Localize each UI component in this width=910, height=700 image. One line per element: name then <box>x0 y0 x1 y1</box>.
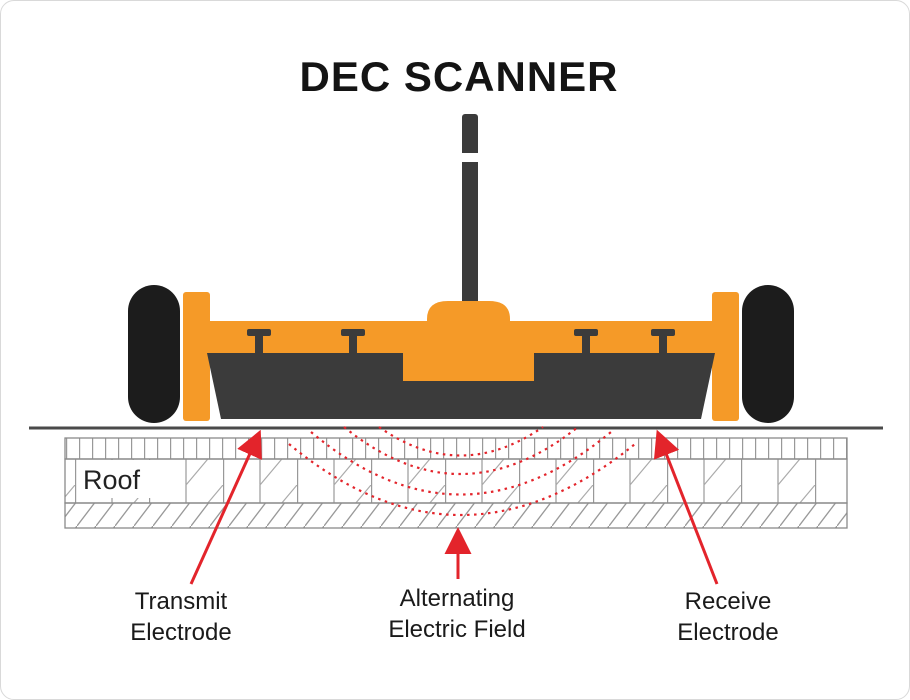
roof-middle-course <box>64 458 848 504</box>
sensor-bolt <box>341 329 365 354</box>
receive-electrode-arrow <box>653 429 719 585</box>
receive-electrode-label-line2: Electrode <box>677 619 778 646</box>
right-side-bracket <box>712 292 739 421</box>
receive-electrode-label-line1: Receive <box>685 588 772 615</box>
diagram-title: DEC SCANNER <box>299 53 618 100</box>
handle-mount-hump <box>427 301 510 335</box>
alternating-field-label-line1: Alternating <box>400 585 515 612</box>
sensor-bolt <box>247 329 271 354</box>
sensor-bolt <box>574 329 598 354</box>
right-wheel <box>742 285 794 423</box>
left-wheel <box>128 285 180 423</box>
transmit-electrode-label-line1: Transmit <box>135 588 228 615</box>
handle-joint-gap <box>460 153 480 162</box>
transmit-electrode-arrow <box>189 429 262 585</box>
field-arc <box>343 426 579 475</box>
roof-label-background <box>77 460 159 498</box>
roof-bottom-course <box>64 502 848 529</box>
roof-section: Roof <box>64 437 848 529</box>
roof-label: Roof <box>83 465 141 495</box>
sensor-bolts <box>247 329 675 354</box>
alternating-field-label-line2: Electric Field <box>388 616 525 643</box>
sensor-bolt <box>651 329 675 354</box>
transmit-electrode-label-line2: Electrode <box>130 619 231 646</box>
center-pedestal <box>403 331 534 381</box>
roof-top-course <box>64 437 848 460</box>
annotation-arrows <box>189 429 719 585</box>
field-arc <box>288 443 636 516</box>
field-arc <box>378 426 544 457</box>
scanner-lower-body <box>207 353 715 419</box>
annotation-labels: Transmit Electrode Alternating Electric … <box>130 585 778 646</box>
electric-field-arcs <box>288 426 636 516</box>
handle-pole <box>462 114 478 309</box>
scanner-handle <box>460 114 480 309</box>
left-side-bracket <box>183 292 210 421</box>
